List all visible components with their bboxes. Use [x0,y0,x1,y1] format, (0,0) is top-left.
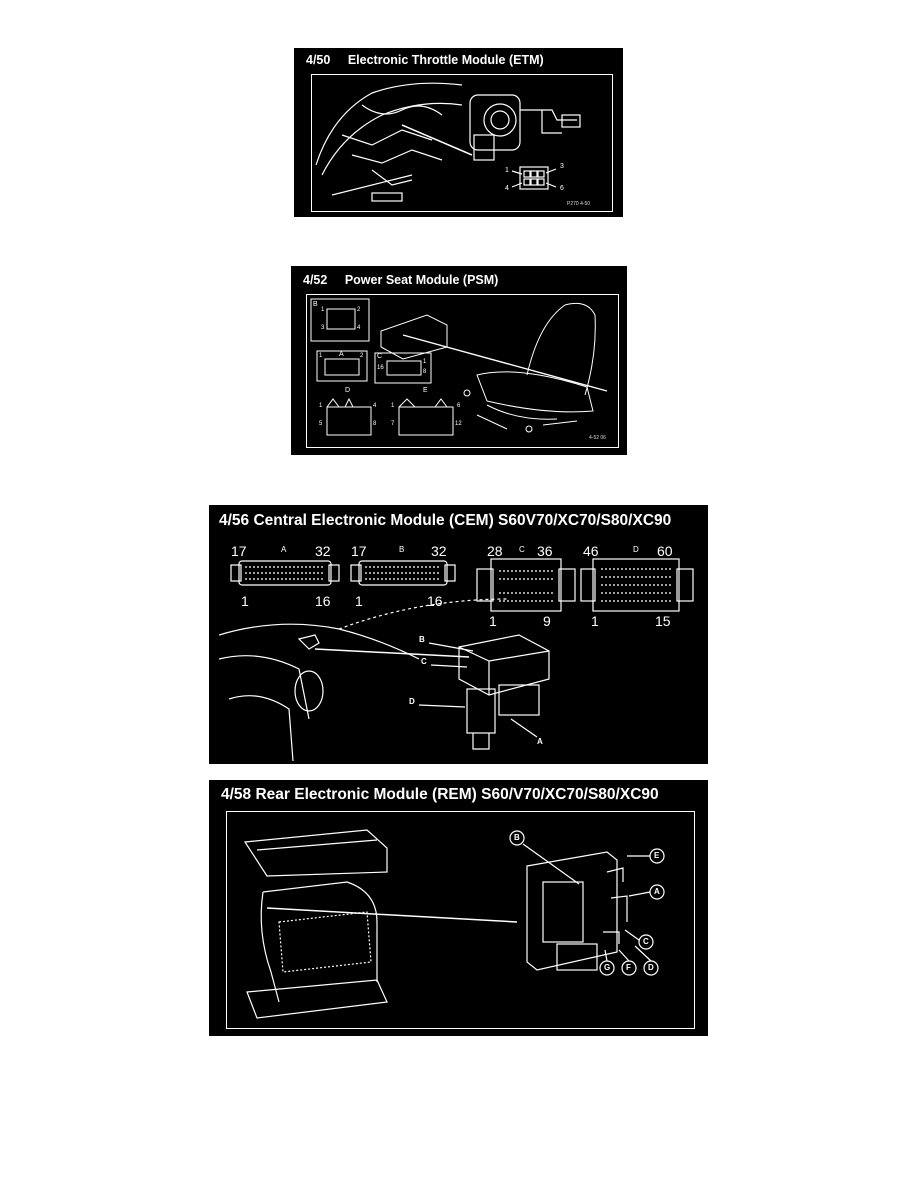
psm-a-pin-1: 1 [319,353,323,359]
etm-figure-code: P270 4-50 [567,201,591,207]
rem-callout-d: D [648,963,654,972]
psm-d-pin-1: 1 [319,403,323,409]
cem-a-bottom-left: 1 [241,593,249,609]
psm-c-pin-16: 16 [377,365,384,371]
cem-a-bottom-right: 16 [315,593,331,609]
cem-c-bottom-left: 1 [489,613,497,629]
cem-d-bottom-left: 1 [591,613,599,629]
psm-d-pin-5: 5 [319,421,323,427]
cem-b-top-left: 17 [351,543,367,559]
cem-a-top-right: 32 [315,543,331,559]
psm-connector-c: C [377,353,383,360]
psm-connector-d: D [345,387,351,394]
cem-b-label: B [399,545,405,554]
psm-illustration: B 1 2 3 4 A 1 2 C 16 1 8 D 1 4 5 8 E 1 6… [306,294,619,448]
cem-d-top-left: 46 [583,543,599,559]
cem-illustration: 17 A 32 1 16 17 B 32 1 16 28 C 36 1 9 46… [219,539,699,761]
psm-a-pin-2: 2 [360,353,364,359]
psm-b-pin-4: 4 [357,325,361,331]
psm-drawing [310,298,608,436]
psm-number: 4/52 [303,273,328,287]
cem-b-bottom-left: 1 [355,593,363,609]
psm-figure-code: 4-52 06 [589,435,606,441]
etm-name: Electronic Throttle Module (ETM) [347,53,544,67]
cem-callout-d: D [409,697,415,706]
cem-d-label: D [633,545,639,554]
psm-b-pin-1: 1 [321,307,325,313]
etm-pin-6: 6 [560,185,564,192]
cem-a-top-left: 17 [231,543,247,559]
cem-title: 4/56 Central Electronic Module (CEM) S60… [219,512,672,529]
cem-d-bottom-right: 15 [655,613,671,629]
rem-callout-f: F [626,963,631,972]
cem-callout-a: A [537,737,543,746]
etm-pin-4: 4 [505,185,509,192]
psm-e-pin-6: 6 [457,403,461,409]
rem-drawing [243,829,665,1019]
psm-d-pin-8: 8 [373,421,377,427]
psm-connector-b: B [313,301,318,308]
psm-e-pin-7: 7 [391,421,395,427]
cem-figure: 4/56 Central Electronic Module (CEM) S60… [209,505,708,764]
psm-d-pin-4: 4 [373,403,377,409]
cem-callout-b: B [419,635,425,644]
etm-figure: 4/50 Electronic Throttle Module (ETM) [294,48,623,217]
psm-figure: 4/52 Power Seat Module (PSM) [291,266,627,455]
cem-c-label: C [519,545,525,554]
cem-b-top-right: 32 [431,543,447,559]
rem-illustration: B E A C G F D [226,811,695,1029]
etm-illustration: 1 3 4 6 P270 4-50 [311,74,613,212]
cem-c-top-left: 28 [487,543,503,559]
rem-figure: 4/58 Rear Electronic Module (REM) S60/V7… [209,780,708,1036]
etm-title: 4/50 Electronic Throttle Module (ETM) [306,53,635,67]
cem-d-top-right: 60 [657,543,673,559]
cem-a-label: A [281,545,287,554]
psm-connector-a: A [339,351,344,358]
psm-b-pin-2: 2 [357,307,361,313]
psm-e-pin-1: 1 [391,403,395,409]
etm-drawing [315,82,581,202]
rem-callout-g: G [604,963,611,972]
etm-number: 4/50 [306,53,331,67]
psm-e-pin-12: 12 [455,421,462,427]
psm-connector-e: E [423,387,428,394]
cem-drawing [219,558,694,761]
psm-c-pin-1: 1 [423,359,427,365]
cem-c-top-right: 36 [537,543,553,559]
rem-callout-b: B [514,833,520,842]
rem-callout-a: A [654,887,660,896]
psm-c-pin-8: 8 [423,369,427,375]
rem-callout-e: E [654,851,660,860]
etm-pin-3: 3 [560,163,564,170]
cem-callout-c: C [421,657,427,666]
psm-title: 4/52 Power Seat Module (PSM) [303,273,639,287]
rem-callout-c: C [643,937,649,946]
rem-title: 4/58 Rear Electronic Module (REM) S60/V7… [221,786,659,803]
psm-b-pin-3: 3 [321,325,325,331]
psm-name: Power Seat Module (PSM) [344,273,499,287]
etm-pin-1: 1 [505,167,509,174]
cem-c-bottom-right: 9 [543,613,551,629]
cem-b-bottom-right: 16 [427,593,443,609]
